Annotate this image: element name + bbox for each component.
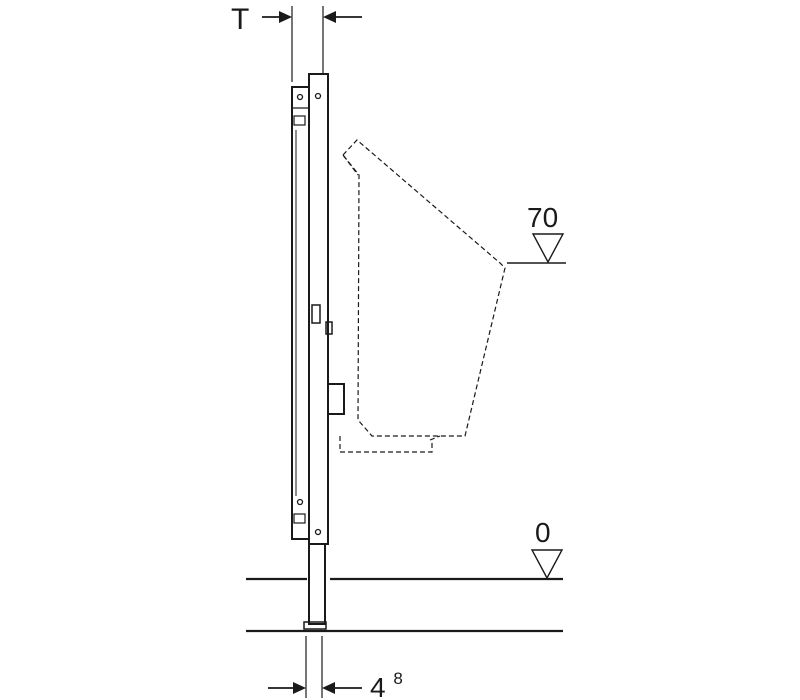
upper-post-hole <box>314 92 322 100</box>
bottom-offset-superscript: 8 <box>393 669 402 688</box>
frame-rear-rail <box>291 86 310 540</box>
floor-level-label: 0 <box>535 517 551 548</box>
top-dimension: T <box>231 3 362 82</box>
bottom-dimension: 4 8 <box>268 636 403 700</box>
top-depth-label: T <box>231 3 249 36</box>
top-arrow-left-head <box>279 11 292 23</box>
upper-fixing-clip <box>293 115 306 126</box>
upper-level-label: 70 <box>527 202 558 233</box>
lower-rail-hole <box>296 498 304 506</box>
floor-level-marker: 0 <box>246 517 564 633</box>
bottom-arrow-right-head <box>322 682 335 694</box>
bottom-arrow-left-head <box>293 682 306 694</box>
upper-level-triangle <box>531 233 565 264</box>
urinal-inner-back <box>342 154 359 176</box>
mid-bracket <box>311 304 321 324</box>
upper-level-marker: 70 <box>507 202 566 264</box>
urinal-base-lip <box>429 435 441 441</box>
installation-frame <box>291 73 345 630</box>
floor-level-triangle <box>530 549 564 580</box>
urinal-bowl-outline <box>342 139 506 437</box>
urinal-outline <box>339 139 506 453</box>
lower-fixing-clip <box>293 513 306 524</box>
urinal-base-outline <box>339 436 433 453</box>
flush-valve-box <box>327 383 345 415</box>
frame-foot-leg <box>308 543 326 625</box>
frame-foot-plate <box>303 621 327 630</box>
mid-bracket-tab <box>325 321 333 335</box>
bottom-offset-value: 4 <box>370 672 386 700</box>
lower-post-hole <box>314 528 322 536</box>
top-arrow-right-head <box>323 11 336 23</box>
bottom-offset-label: 4 8 <box>370 669 403 700</box>
upper-rail-hole <box>296 93 304 101</box>
